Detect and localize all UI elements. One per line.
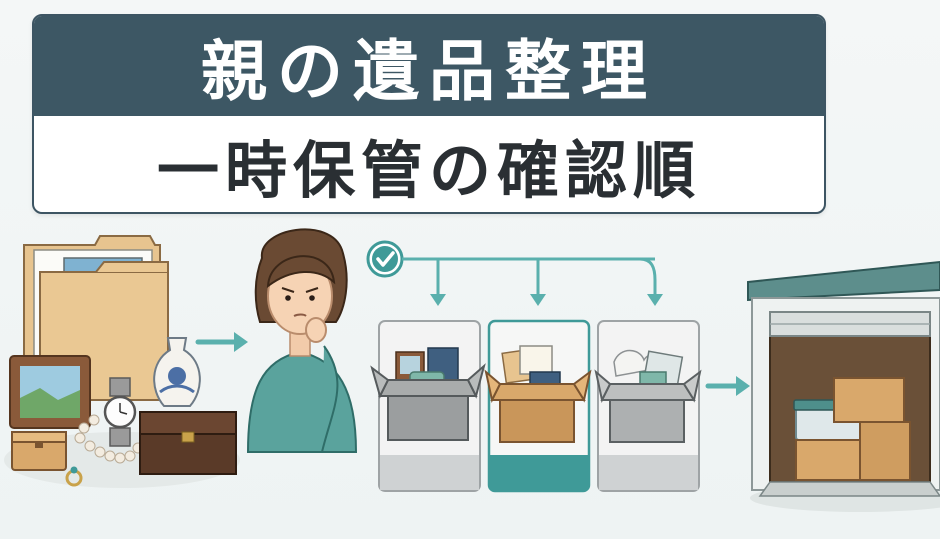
dispose-box-icon (594, 349, 702, 443)
selected-box-card (484, 319, 592, 493)
title-card: 親の遺品整理 一時保管の確認順 (32, 14, 826, 214)
branch-arrows (402, 257, 657, 296)
storage-unit-icon (747, 260, 940, 512)
keep-box-card (370, 320, 486, 492)
arrow-right-icon (705, 376, 750, 396)
page-subtitle: 一時保管の確認順 (156, 134, 701, 207)
title-banner: 親の遺品整理 (34, 16, 824, 116)
keep-box-icon (370, 347, 486, 441)
selected-box-icon (484, 345, 592, 443)
dispose-box-card (594, 320, 702, 492)
arrow-right-icon (195, 332, 248, 352)
check-circle-icon (366, 240, 404, 278)
illustration (4, 228, 940, 512)
subtitle-banner: 一時保管の確認順 (34, 116, 824, 212)
keepsake-items-icon (4, 235, 240, 488)
thinking-woman-icon (246, 228, 358, 453)
page-title: 親の遺品整理 (201, 33, 657, 110)
